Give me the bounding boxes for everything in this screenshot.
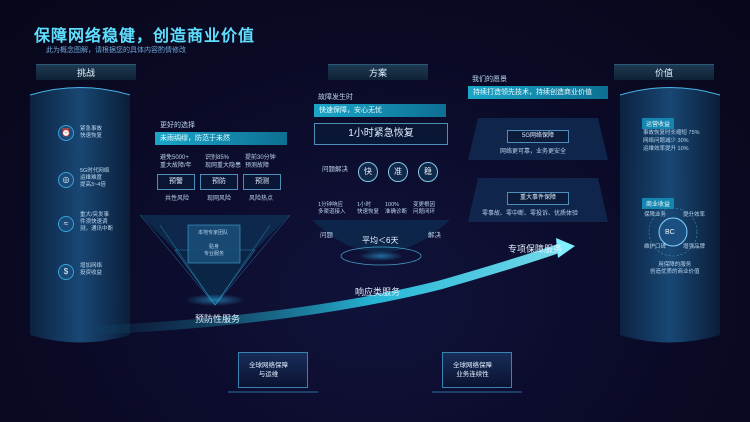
detail-2: 1小时 快速恢复: [357, 202, 380, 216]
prevent-button: 预防: [200, 174, 238, 190]
center-caption: 故障发生时: [318, 94, 353, 101]
header-solution: 方案: [328, 64, 428, 80]
center-bowl: [312, 220, 450, 253]
left-stat-3: 提前30分钟 预测故障: [245, 155, 276, 170]
biz-item-2: 提升效率: [683, 212, 706, 218]
biz-item-4: 增强品牌: [683, 244, 706, 250]
left-highlight: 未雨绸缪，防范于未然: [155, 132, 287, 145]
bottom-screen-2: 全球网络保障 业务连续性: [442, 352, 512, 388]
bottom-screen-1-label: 全球网络保障 与运维: [249, 362, 288, 378]
challenge-item-4: 增加网络 投资收益: [80, 263, 103, 277]
bc-circle: [658, 217, 688, 247]
risk-label-1: 共性风险: [165, 196, 190, 202]
left-cylinder: [30, 87, 130, 343]
challenge-item-3: 重大/突发事 件须快速调 测，通讯中断: [80, 212, 114, 233]
cube-top-label: 本地专家团队: [198, 230, 229, 236]
right-cylinder-rim: [619, 87, 721, 96]
header-value: 价值: [614, 64, 714, 80]
detail-4: 变更根因 问题闭环: [413, 202, 436, 216]
special-service-label: 专项保障服务: [508, 244, 563, 254]
warn-button: 预警: [157, 174, 195, 190]
average-days: 平均＜6天: [362, 236, 399, 245]
preventive-service-label: 预防性服务: [195, 314, 241, 324]
vision-highlight: 持续打造领先技术，持续创造商业价值: [468, 86, 608, 99]
circle-accurate: 准: [388, 162, 408, 182]
alarm-clock-icon: ⏰: [58, 125, 74, 141]
detail-1: 1分钟响应 多渠道接入: [318, 202, 346, 216]
bottom-screen-2-label: 全球网络保障 业务连续性: [453, 362, 492, 378]
tag-operational-revenue: 运营收益: [642, 118, 675, 129]
response-service-label: 响应类服务: [355, 287, 401, 297]
left-stat-2: 识别85% 现网重大隐患: [205, 155, 242, 170]
bc-label: BC: [665, 229, 675, 236]
revenue-line-2: 网络问题减少 30%: [643, 138, 689, 144]
money-bag-icon: $: [58, 264, 74, 280]
center-ring-glow: [359, 251, 403, 261]
growth-arc-arrowhead: [556, 238, 575, 258]
biz-item-3: 维护口碑: [644, 244, 667, 250]
one-hour-recovery-box: 1小时紧急恢复: [314, 123, 448, 145]
right-cylinder: [620, 87, 720, 343]
funnel-glow: [185, 294, 245, 306]
revenue-line-1: 事故恢复时长缩短 75%: [643, 130, 700, 136]
timeline-start: 问题: [320, 232, 333, 239]
biz-item-1: 保障业务: [644, 212, 667, 218]
card2-desc: 零事故、零中断、零投诉、优质体验: [482, 211, 579, 217]
cube: [187, 224, 241, 264]
timeline-end: 解决: [428, 232, 441, 239]
card2-title: 重大事件保障: [507, 192, 569, 205]
vision-caption: 我们的愿景: [472, 76, 507, 83]
circle-stable: 稳: [418, 162, 438, 182]
challenge-item-2: 5G时代网络 运维难度 提高3~4倍: [80, 168, 110, 189]
bottom-screen-1: 全球网络保障 与运维: [238, 352, 308, 388]
left-cylinder-rim: [29, 87, 131, 96]
value-bottom-note: 用保障的服务 创造优质的商业价值: [650, 262, 700, 276]
growth-arc: [95, 243, 565, 335]
detail-3: 100% 准确诊断: [385, 202, 408, 216]
risk-label-3: 风险热点: [249, 196, 274, 202]
revenue-line-3: 运维效率提升 10%: [643, 146, 689, 152]
tag-business-revenue: 商业收益: [642, 198, 675, 209]
card1-desc: 网络更可靠，业务更安全: [500, 149, 567, 155]
risk-label-2: 现网风险: [207, 196, 232, 202]
challenge-item-1: 紧急事故 快速恢复: [80, 126, 103, 140]
wifi-icon: ≈: [58, 216, 74, 232]
cube-front-label: 贴身 专业服务: [204, 244, 225, 257]
card1-title: 5G网络保障: [507, 130, 569, 143]
page-title: 保障网络稳健，创造商业价值: [34, 28, 256, 45]
center-highlight: 快速保障，安心无忧: [314, 104, 446, 117]
left-caption: 更好的选择: [160, 122, 195, 129]
circle-fast: 快: [358, 162, 378, 182]
center-ring-outer: [340, 246, 422, 266]
globe-icon: ◎: [58, 172, 74, 188]
predict-button: 预测: [243, 174, 281, 190]
page-subtitle: 此为概念图解，请根据您的具体内容酌情修改: [46, 47, 186, 54]
left-stat-1: 避免5000+ 重大故障/年: [160, 155, 192, 170]
header-challenge: 挑战: [36, 64, 136, 80]
resolve-label: 问题解决: [322, 166, 348, 173]
